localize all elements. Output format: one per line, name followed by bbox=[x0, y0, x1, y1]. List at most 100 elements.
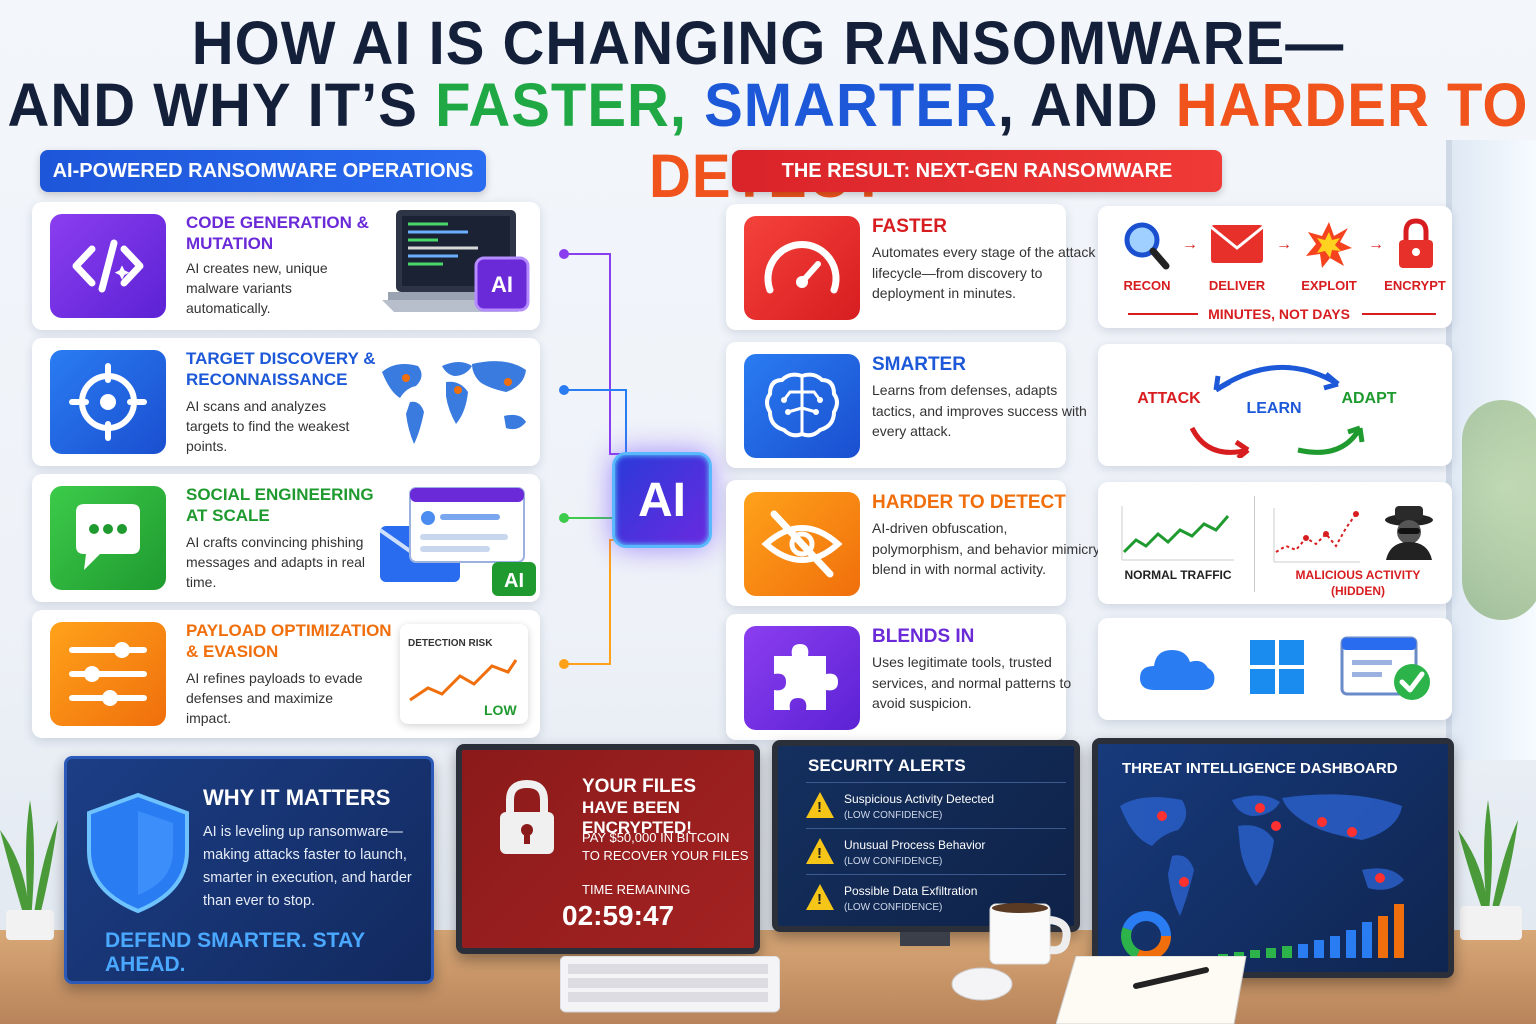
card-code-generation: CODE GENERATION & MUTATION AI creates ne… bbox=[32, 202, 540, 330]
verified-window-icon bbox=[1340, 636, 1430, 700]
adapt-label: ADAPT bbox=[1341, 390, 1397, 407]
eye-off-icon bbox=[744, 492, 860, 596]
learn-label: LEARN bbox=[1246, 400, 1302, 417]
laptop-ai-icon: AI bbox=[382, 210, 530, 312]
sliders-icon bbox=[50, 622, 166, 726]
attack-learn-adapt-panel: ATTACK LEARN ADAPT bbox=[1098, 344, 1452, 466]
threat-map-icon bbox=[1120, 794, 1404, 961]
tree-background bbox=[1462, 400, 1536, 620]
shield-icon bbox=[87, 792, 189, 914]
title-and: , AND bbox=[997, 71, 1176, 140]
alerts-title: SECURITY ALERTS bbox=[808, 756, 966, 775]
attack-stages-panel: → → → RECON DELIVER EXPLOIT ENCRYPT MINU… bbox=[1098, 206, 1452, 328]
divider bbox=[806, 782, 1066, 783]
card-description: AI crafts convincing phishing messages a… bbox=[186, 534, 365, 590]
card-heading: TARGET DISCOVERY & RECONNAISSANCE bbox=[186, 349, 376, 389]
left-section-banner: AI-POWERED RANSOMWARE OPERATIONS bbox=[40, 150, 486, 192]
notebook-icon bbox=[1056, 956, 1247, 1024]
phishing-email-icon: AI bbox=[380, 487, 536, 596]
puzzle-icon bbox=[744, 626, 860, 730]
speedometer-icon bbox=[744, 216, 860, 320]
cloud-icon bbox=[1140, 650, 1215, 690]
coffee-mug-icon bbox=[989, 903, 1071, 965]
card-blends-in: BLENDS IN Uses legitimate tools, trusted… bbox=[726, 614, 1071, 740]
alert-item[interactable]: Unusual Process Behavior (LOW CONFIDENCE) bbox=[806, 834, 1066, 878]
page-title-line-1: HOW AI IS CHANGING RANSOMWARE— bbox=[191, 9, 1345, 78]
hidden-label: (HIDDEN) bbox=[1331, 584, 1385, 598]
cycle-arrows-icon bbox=[1189, 365, 1365, 458]
explosion-icon bbox=[1306, 222, 1352, 268]
threat-dashboard-monitor: THREAT INTELLIGENCE DASHBOARD bbox=[1092, 738, 1454, 978]
card-heading: FASTER bbox=[872, 216, 947, 237]
windows-logo-icon bbox=[1250, 640, 1304, 694]
plant-icon bbox=[1458, 800, 1522, 940]
stage-label: DELIVER bbox=[1208, 278, 1266, 293]
why-tagline: DEFEND SMARTER. STAY AHEAD. bbox=[105, 929, 365, 976]
warning-icon bbox=[806, 792, 834, 818]
alert-confidence: (LOW CONFIDENCE) bbox=[844, 902, 943, 913]
alert-confidence: (LOW CONFIDENCE) bbox=[844, 810, 943, 821]
alert-text: Suspicious Activity Detected bbox=[844, 792, 995, 806]
why-body: AI is leveling up ransomware—making atta… bbox=[203, 824, 412, 909]
warning-icon bbox=[806, 884, 834, 910]
why-it-matters-panel: WHY IT MATTERS AI is leveling up ransomw… bbox=[64, 756, 434, 984]
alert-confidence: (LOW CONFIDENCE) bbox=[844, 856, 943, 867]
card-heading: HARDER TO DETECT bbox=[872, 492, 1066, 513]
window-background bbox=[1446, 140, 1536, 760]
card-harder-to-detect: HARDER TO DETECT AI-driven obfuscation, … bbox=[726, 480, 1100, 606]
trusted-services-panel bbox=[1098, 618, 1452, 720]
card-description: Uses legitimate tools, trusted services,… bbox=[872, 654, 1072, 711]
why-heading: WHY IT MATTERS bbox=[203, 785, 391, 810]
traffic-comparison-panel: NORMAL TRAFFIC MALICIOUS ACTIVITY (HIDDE… bbox=[1098, 482, 1452, 604]
stage-label: ENCRYPT bbox=[1384, 278, 1446, 293]
card-heading: SOCIAL ENGINEERING AT SCALE bbox=[186, 485, 374, 525]
plant-icon bbox=[0, 800, 58, 940]
divider bbox=[1254, 496, 1255, 592]
divider bbox=[1362, 313, 1436, 315]
card-description: AI-driven obfuscation, polymorphism, and… bbox=[872, 520, 1100, 577]
hacker-icon bbox=[1385, 506, 1433, 560]
ransom-pay-1: PAY $50,000 IN BITCOIN bbox=[582, 830, 730, 845]
card-heading: SMARTER bbox=[872, 354, 966, 375]
security-alerts-monitor: SECURITY ALERTS Suspicious Activity Dete… bbox=[772, 740, 1080, 932]
title-part: AND WHY IT’S bbox=[7, 71, 436, 140]
ransom-line-2: HAVE BEEN ENCRYPTED! bbox=[582, 798, 692, 837]
envelope-icon bbox=[1210, 225, 1264, 263]
chat-icon bbox=[50, 486, 166, 590]
mouse-icon bbox=[951, 967, 1013, 1001]
card-social-engineering: SOCIAL ENGINEERING AT SCALE AI crafts co… bbox=[32, 474, 540, 602]
card-smarter: SMARTER Learns from defenses, adapts tac… bbox=[726, 342, 1087, 468]
card-description: AI refines payloads to evade defenses an… bbox=[186, 670, 363, 726]
malicious-activity-label: MALICIOUS ACTIVITY bbox=[1295, 568, 1421, 582]
time-remaining-label: TIME REMAINING bbox=[582, 882, 691, 897]
card-heading: PAYLOAD OPTIMIZATION & EVASION bbox=[186, 621, 392, 661]
padlock-icon bbox=[500, 780, 554, 854]
card-faster: FASTER Automates every stage of the atta… bbox=[726, 204, 1095, 330]
normal-traffic-chart bbox=[1121, 506, 1234, 561]
arrow-icon: → bbox=[1182, 236, 1198, 253]
card-description: Automates every stage of the attack life… bbox=[872, 244, 1096, 301]
countdown-timer: 02:59:47 bbox=[562, 900, 675, 931]
padlock-icon bbox=[1399, 218, 1433, 268]
keyboard-icon bbox=[560, 956, 780, 1013]
magnifier-icon bbox=[1124, 222, 1170, 270]
alert-item[interactable]: Possible Data Exfiltration (LOW CONFIDENC… bbox=[806, 880, 1066, 924]
malicious-activity-chart bbox=[1273, 508, 1360, 563]
alert-text: Unusual Process Behavior bbox=[844, 838, 986, 852]
ransom-line-1: YOUR FILES bbox=[582, 776, 697, 797]
arrow-icon: → bbox=[1368, 236, 1384, 253]
warning-icon bbox=[806, 838, 834, 864]
divider bbox=[806, 874, 1066, 875]
card-heading: BLENDS IN bbox=[872, 626, 975, 647]
alert-item[interactable]: Suspicious Activity Detected (LOW CONFIDE… bbox=[806, 788, 1066, 832]
title-smarter: SMARTER bbox=[704, 71, 998, 140]
world-map-icon bbox=[382, 361, 526, 444]
arrow-icon: → bbox=[1276, 236, 1292, 253]
card-heading: CODE GENERATION & MUTATION bbox=[186, 213, 369, 253]
card-description: AI creates new, unique malware variants … bbox=[186, 260, 328, 316]
title-faster: FASTER, bbox=[435, 71, 705, 140]
risk-level-label: LOW bbox=[484, 702, 517, 718]
ai-badge: AI bbox=[504, 570, 524, 592]
alert-text: Possible Data Exfiltration bbox=[844, 884, 978, 898]
dashboard-title: THREAT INTELLIGENCE DASHBOARD bbox=[1122, 760, 1398, 777]
